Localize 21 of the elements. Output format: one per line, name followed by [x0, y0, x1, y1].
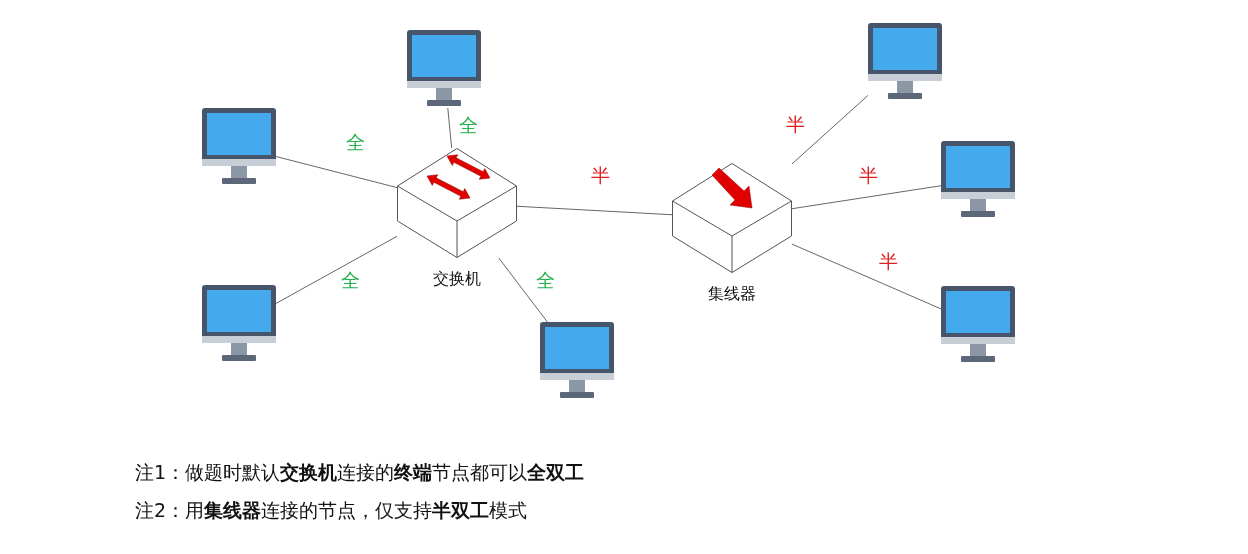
- edge-label: 半: [590, 165, 611, 186]
- note-text: 注2：用集线器连接的节点，仅支持半双工模式: [135, 498, 528, 523]
- edge-label: 半: [785, 114, 806, 135]
- connection-line: [791, 185, 942, 210]
- connection-line: [447, 107, 453, 149]
- edge-label: 半: [858, 165, 879, 186]
- switch-device: [397, 148, 517, 290]
- edge-label: 全: [535, 270, 556, 291]
- note-text: 注1：做题时默认交换机连接的终端节点都可以全双工: [135, 460, 585, 485]
- edge-label: 全: [345, 132, 366, 153]
- edge-label: 全: [458, 115, 479, 136]
- device-label: 集线器: [707, 284, 757, 305]
- connection-line: [275, 156, 398, 189]
- edge-label: 半: [878, 251, 899, 272]
- connection-line: [791, 94, 869, 165]
- connection-line: [791, 243, 942, 310]
- edge-label: 全: [340, 270, 361, 291]
- connection-line: [498, 257, 548, 323]
- connection-line: [516, 205, 673, 216]
- device-label: 交换机: [432, 269, 482, 290]
- connection-line: [275, 235, 398, 304]
